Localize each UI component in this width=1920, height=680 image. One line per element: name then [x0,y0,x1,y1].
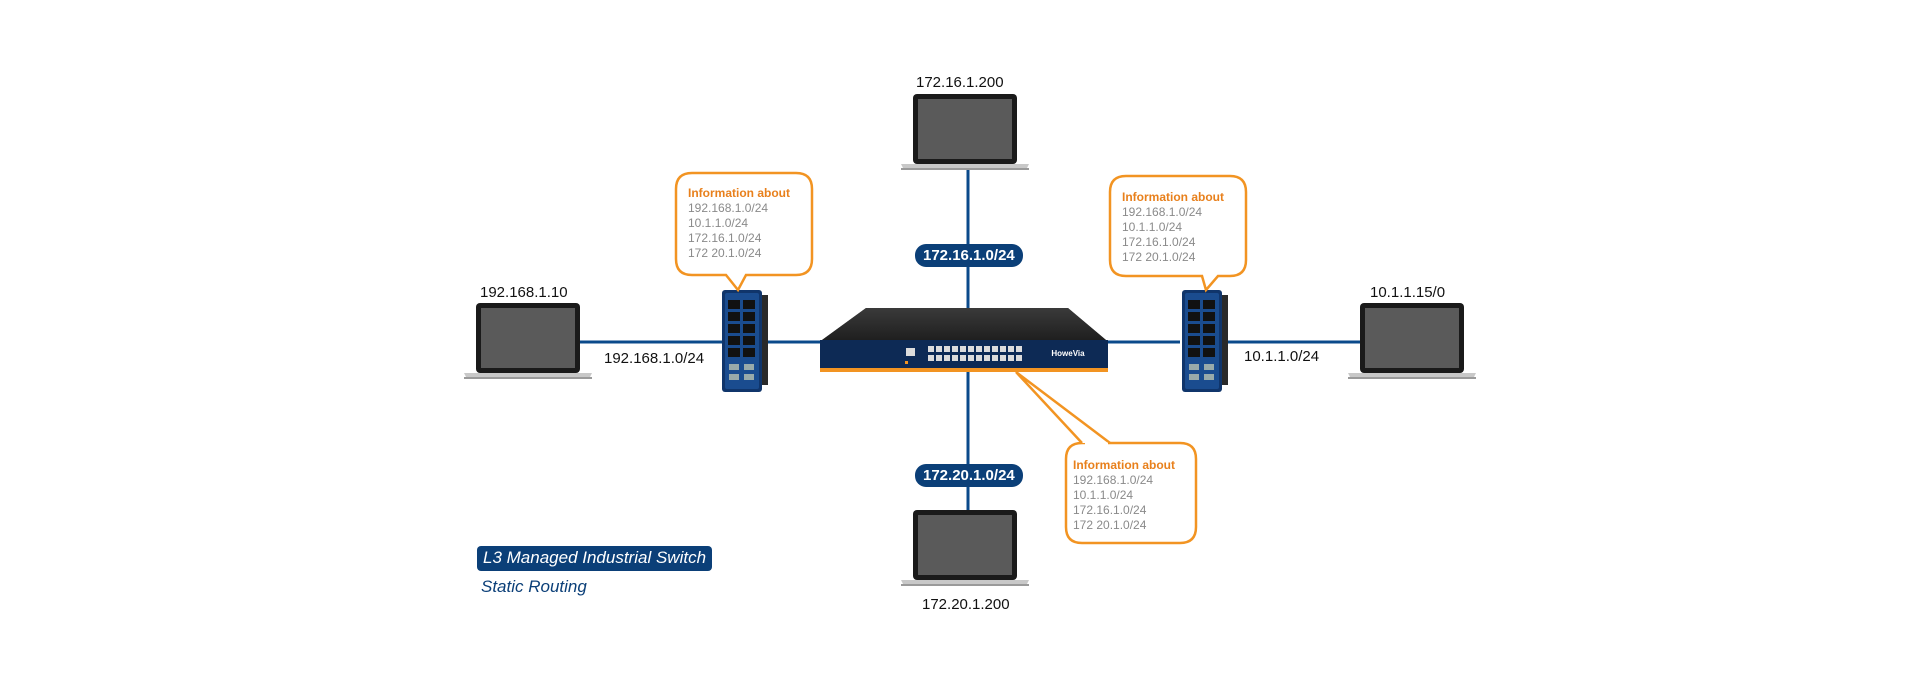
bubble-left-outline [674,171,814,293]
console-port [906,348,915,356]
laptop-bottom [901,510,1029,586]
core-l3-switch: HoweVia [820,308,1108,372]
subnet-pill-bottom: 172.20.1.0/24 [915,464,1023,487]
switch-port [928,346,934,352]
switch-port [968,346,974,352]
bubble-right-route: 172 20.1.0/24 [1122,250,1196,264]
switch-port [984,346,990,352]
switch-port [1008,346,1014,352]
switch-port [952,355,958,361]
switch-port [944,346,950,352]
bubble-right-route: 10.1.1.0/24 [1122,220,1183,234]
bubble-right-route: 192.168.1.0/24 [1122,205,1203,219]
bubble-center-pointer [1015,371,1111,444]
din-switch-left [722,290,768,392]
bubble-left-route: 192.168.1.0/24 [688,201,769,215]
switch-brand-logo: HoweVia [1051,349,1085,358]
bubble-left-title: Information about [688,186,790,200]
host-label-right: 10.1.1.15/0 [1370,284,1446,301]
bubble-center-route: 10.1.1.0/24 [1073,488,1134,502]
switch-ports [906,346,1022,361]
bubble-left: Information about 192.168.1.0/24 10.1.1.… [688,186,790,261]
network-links [580,167,1362,512]
laptop-top [901,94,1029,170]
bubble-right: Information about 192.168.1.0/24 10.1.1.… [1122,190,1224,265]
switch-port [936,355,942,361]
switch-port [1000,346,1006,352]
switch-port [960,355,966,361]
bubble-left-route: 172 20.1.0/24 [688,246,762,260]
caption-subtitle: Static Routing [481,577,587,596]
bubble-right-route: 172.16.1.0/24 [1122,235,1196,249]
switch-port [936,346,942,352]
switch-port [976,355,982,361]
switch-port [984,355,990,361]
host-label-top: 172.16.1.200 [916,74,1004,91]
caption-title: L3 Managed Industrial Switch [477,546,713,571]
subnet-pill-top: 172.16.1.0/24 [915,244,1023,267]
switch-port [952,346,958,352]
bubble-left-route: 172.16.1.0/24 [688,231,762,245]
switch-port [968,355,974,361]
bubble-right-title: Information about [1122,190,1224,204]
bubble-center-outline [1064,441,1198,545]
subnet-label-right: 10.1.1.0/24 [1244,348,1320,365]
switch-port [992,355,998,361]
switch-port [1000,355,1006,361]
bubble-left-route: 10.1.1.0/24 [688,216,749,230]
switch-port [960,346,966,352]
bubble-center-route: 172.16.1.0/24 [1073,503,1147,517]
bubble-center: Information about 192.168.1.0/24 10.1.1.… [1073,458,1175,533]
bubble-center-route: 192.168.1.0/24 [1073,473,1154,487]
bubble-right-outline [1108,174,1248,293]
switch-port [976,346,982,352]
subnet-label-left: 192.168.1.0/24 [604,350,705,367]
switch-port [944,355,950,361]
laptop-left [464,303,592,379]
bubble-center-route: 172 20.1.0/24 [1073,518,1147,532]
laptop-right [1348,303,1476,379]
bubble-center-title: Information about [1073,458,1175,472]
switch-port [992,346,998,352]
switch-port [928,355,934,361]
switch-port [1008,355,1014,361]
switch-port [1016,355,1022,361]
host-label-left: 192.168.1.10 [480,284,568,301]
din-switch-right [1182,290,1228,392]
switch-port [1016,346,1022,352]
host-label-bottom: 172.20.1.200 [922,596,1010,613]
